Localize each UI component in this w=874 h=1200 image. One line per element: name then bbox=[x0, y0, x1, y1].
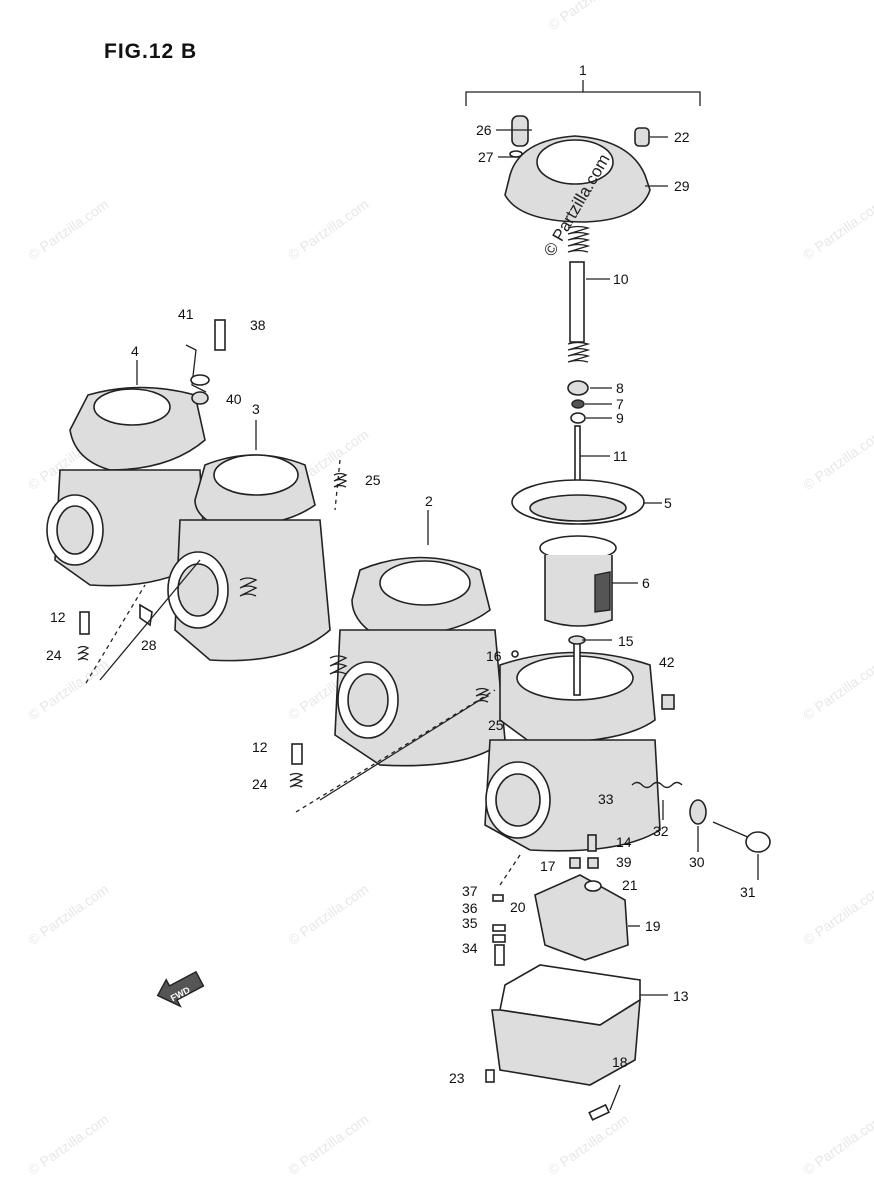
callout-19: 19 bbox=[645, 918, 661, 934]
callout-38: 38 bbox=[250, 317, 266, 333]
callout-26: 26 bbox=[476, 122, 492, 138]
linkage-lines bbox=[85, 459, 621, 1111]
callout-20: 20 bbox=[510, 899, 526, 915]
figure-title: FIG.12 B bbox=[104, 40, 198, 63]
assembly-bracket bbox=[465, 80, 701, 106]
carburetor-4 bbox=[46, 360, 206, 587]
callout-2: 2 bbox=[425, 493, 433, 509]
callout-10: 10 bbox=[613, 271, 629, 287]
callout-24-lower: 24 bbox=[252, 776, 268, 792]
callout-4: 4 bbox=[131, 343, 139, 359]
callout-39: 39 bbox=[616, 854, 632, 870]
carburetor-2 bbox=[329, 510, 506, 767]
callout-37: 37 bbox=[462, 883, 478, 899]
callout-7: 7 bbox=[616, 396, 624, 412]
callout-5: 5 bbox=[664, 495, 672, 511]
callout-27: 27 bbox=[478, 149, 494, 165]
callout-13: 13 bbox=[673, 988, 689, 1004]
callout-42: 42 bbox=[659, 654, 675, 670]
callout-24-upper: 24 bbox=[46, 647, 62, 663]
float-and-bowl bbox=[485, 874, 668, 1121]
callout-12-upper: 12 bbox=[50, 609, 66, 625]
pilot-screw-parts bbox=[631, 781, 771, 880]
callout-8: 8 bbox=[616, 380, 624, 396]
carburetor-1-body bbox=[484, 635, 661, 852]
callout-33: 33 bbox=[598, 791, 614, 807]
top-cap-assembly bbox=[496, 115, 668, 223]
callout-31: 31 bbox=[740, 884, 756, 900]
callout-30: 30 bbox=[689, 854, 705, 870]
callout-11: 11 bbox=[613, 448, 628, 464]
carburetor-3 bbox=[167, 420, 331, 662]
callout-22: 22 bbox=[674, 129, 690, 145]
callout-1: 1 bbox=[579, 62, 587, 78]
callout-41: 41 bbox=[178, 306, 194, 322]
callout-25-lower: 25 bbox=[488, 717, 504, 733]
callout-35: 35 bbox=[462, 915, 478, 931]
fwd-arrow bbox=[156, 970, 205, 1008]
callout-23: 23 bbox=[449, 1070, 465, 1086]
callout-32: 32 bbox=[653, 823, 669, 839]
callout-3: 3 bbox=[252, 401, 260, 417]
diaphragm-piston bbox=[511, 479, 662, 627]
callout-34: 34 bbox=[462, 940, 478, 956]
callout-40: 40 bbox=[226, 391, 242, 407]
callout-25-upper: 25 bbox=[365, 472, 381, 488]
callout-12-lower: 12 bbox=[252, 739, 268, 755]
callout-6: 6 bbox=[642, 575, 650, 591]
callout-28: 28 bbox=[141, 637, 157, 653]
callout-36: 36 bbox=[462, 900, 478, 916]
spring-needle-column bbox=[567, 225, 612, 509]
callout-14: 14 bbox=[616, 834, 632, 850]
callout-9: 9 bbox=[616, 410, 624, 426]
small-fasteners bbox=[77, 319, 675, 966]
callout-29: 29 bbox=[674, 178, 690, 194]
callout-21: 21 bbox=[622, 877, 638, 893]
callout-15: 15 bbox=[618, 633, 634, 649]
callout-16: 16 bbox=[486, 648, 502, 664]
callout-17: 17 bbox=[540, 858, 556, 874]
callout-18: 18 bbox=[612, 1054, 628, 1070]
